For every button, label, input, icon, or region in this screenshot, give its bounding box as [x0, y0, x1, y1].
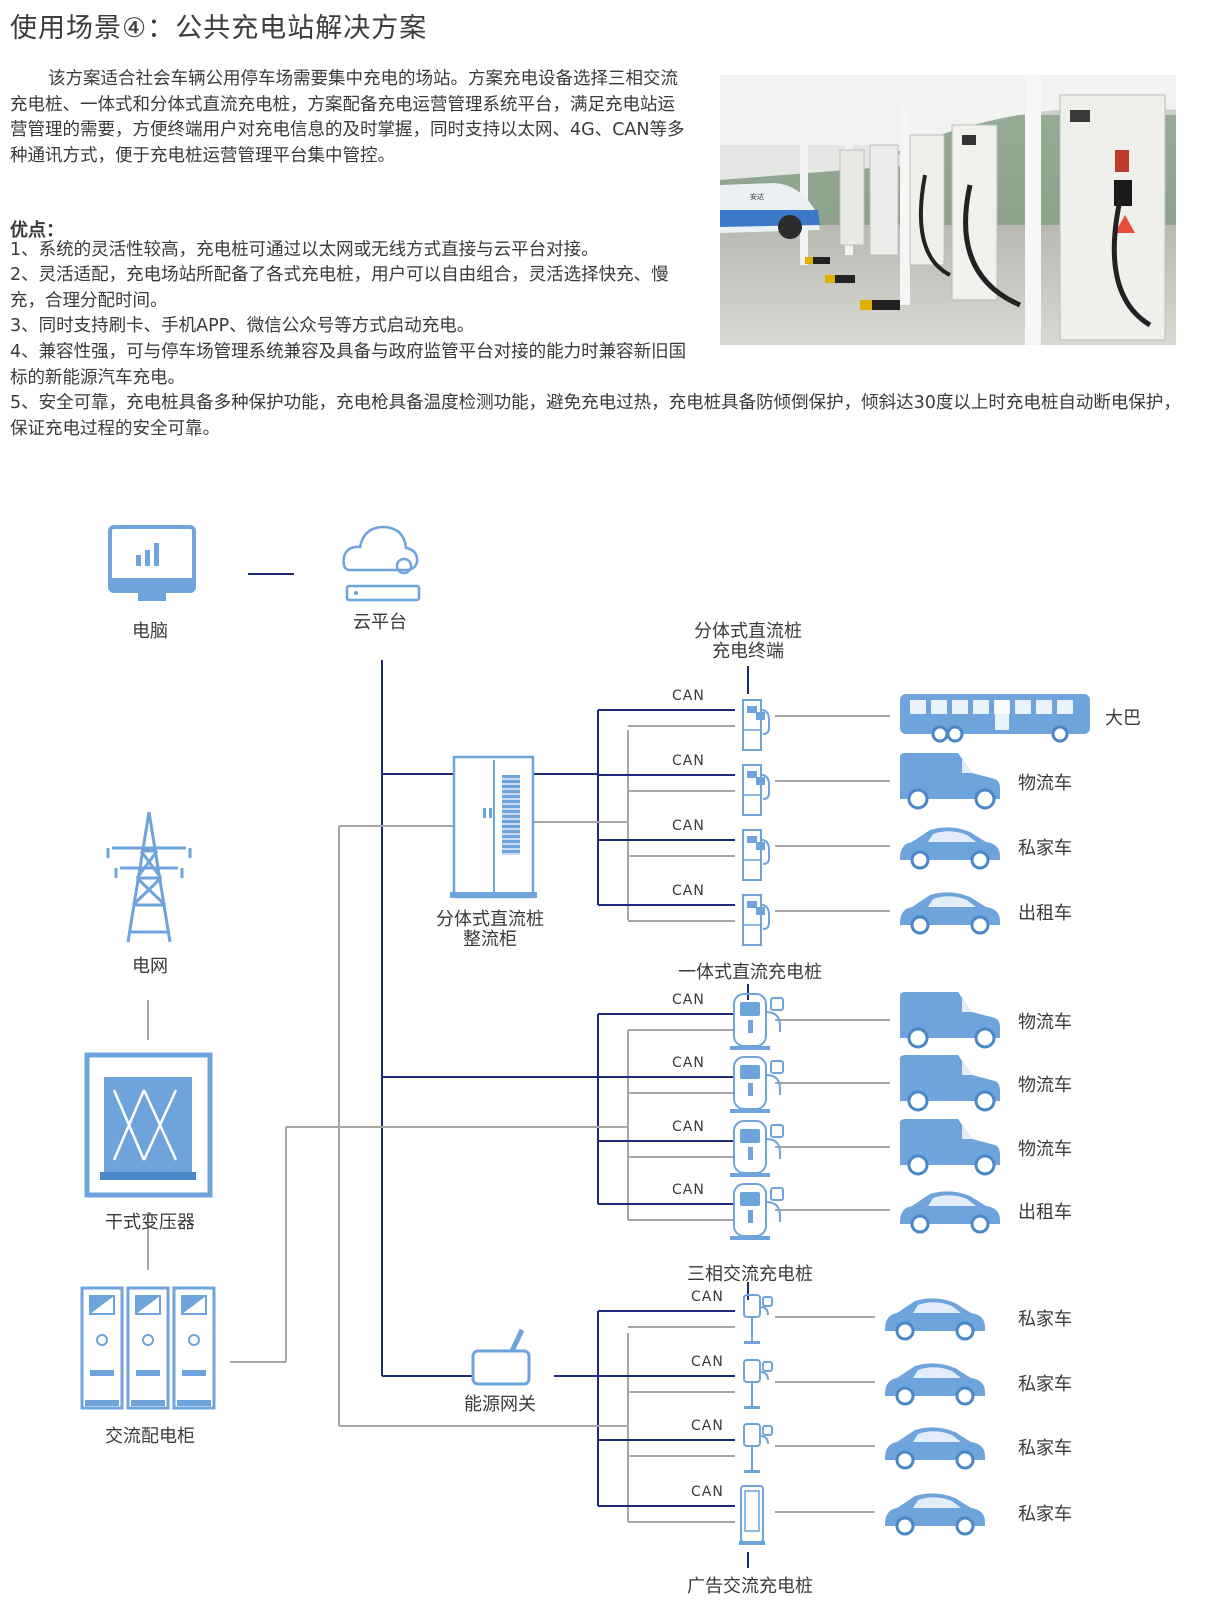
charger-dc-icon: [730, 994, 783, 1050]
ac-distribution-cabinet-icon: [82, 1288, 214, 1408]
rectifier-label-line1: 分体式直流桩: [410, 910, 570, 930]
computer-label: 电脑: [110, 617, 190, 643]
ac-cabinet-label: 交流配电柜: [85, 1422, 215, 1448]
split-terminal-label-line2: 充电终端: [668, 642, 828, 662]
vehicle-van-icon: [900, 1119, 1000, 1174]
can-label: CAN: [672, 883, 705, 899]
vehicle-car-icon: [900, 1191, 1000, 1232]
power-tower-icon: [108, 812, 190, 942]
can-label: CAN: [672, 818, 705, 834]
computer-icon: [110, 527, 194, 601]
vehicle-label: 大巴: [1105, 704, 1141, 730]
vehicle-label: 物流车: [1018, 769, 1072, 795]
can-label: CAN: [691, 1354, 724, 1370]
energy-gateway-icon: [473, 1330, 529, 1384]
vehicle-label: 私家车: [1018, 1370, 1072, 1396]
charger-split-icon: [743, 700, 769, 750]
charger-ac-icon: [744, 1360, 772, 1409]
can-label: CAN: [672, 992, 705, 1008]
split-terminal-label: 分体式直流桩 充电终端: [668, 622, 828, 662]
charger-ac-icon: [744, 1424, 772, 1473]
charger-split-icon: [743, 895, 769, 945]
split-terminal-label-line1: 分体式直流桩: [668, 622, 828, 642]
vehicle-label: 私家车: [1018, 1305, 1072, 1331]
vehicle-car-icon: [900, 892, 1000, 933]
rectifier-label-line2: 整流柜: [410, 930, 570, 950]
can-label: CAN: [672, 1055, 705, 1071]
vehicle-car-icon: [885, 1363, 985, 1404]
vehicle-label: 物流车: [1018, 1135, 1072, 1161]
vehicle-car-icon: [885, 1427, 985, 1468]
can-label: CAN: [691, 1289, 724, 1305]
vehicle-label: 出租车: [1018, 899, 1072, 925]
can-label: CAN: [691, 1418, 724, 1434]
vehicle-label: 物流车: [1018, 1008, 1072, 1034]
gateway-label: 能源网关: [430, 1390, 570, 1416]
charger-dc-icon: [730, 1121, 783, 1177]
vehicle-bus-icon: [900, 694, 1090, 741]
charger-split-icon: [743, 765, 769, 815]
charger-dc-icon: [730, 1057, 783, 1113]
vehicle-van-icon: [900, 753, 1000, 808]
vehicle-label: 私家车: [1018, 1500, 1072, 1526]
vehicle-car-icon: [885, 1493, 985, 1534]
three-phase-ac-label: 三相交流充电桩: [660, 1260, 840, 1286]
vehicle-label: 物流车: [1018, 1071, 1072, 1097]
vehicle-car-icon: [885, 1298, 985, 1339]
charger-ac-icon: [744, 1295, 772, 1344]
ad-ac-label: 广告交流充电桩: [660, 1572, 840, 1598]
charger-ad-icon: [739, 1486, 765, 1545]
transformer-label: 干式变压器: [85, 1208, 215, 1234]
transformer-icon: [87, 1055, 210, 1195]
can-label: CAN: [672, 1119, 705, 1135]
charger-split-icon: [743, 830, 769, 880]
can-label: CAN: [672, 688, 705, 704]
can-label: CAN: [672, 753, 705, 769]
vehicle-label: 私家车: [1018, 834, 1072, 860]
vehicle-van-icon: [900, 1055, 1000, 1110]
cloud-icon: [344, 527, 419, 600]
vehicle-car-icon: [900, 827, 1000, 868]
vehicle-label: 出租车: [1018, 1198, 1072, 1224]
integrated-dc-label: 一体式直流充电桩: [650, 958, 850, 984]
rectifier-cabinet-icon: [450, 757, 537, 898]
can-label: CAN: [672, 1182, 705, 1198]
grid-label: 电网: [110, 952, 190, 978]
charger-dc-icon: [730, 1184, 783, 1240]
rectifier-label: 分体式直流桩 整流柜: [410, 910, 570, 950]
cloud-label: 云平台: [340, 608, 420, 634]
can-label: CAN: [691, 1484, 724, 1500]
vehicle-label: 私家车: [1018, 1434, 1072, 1460]
vehicle-van-icon: [900, 992, 1000, 1047]
